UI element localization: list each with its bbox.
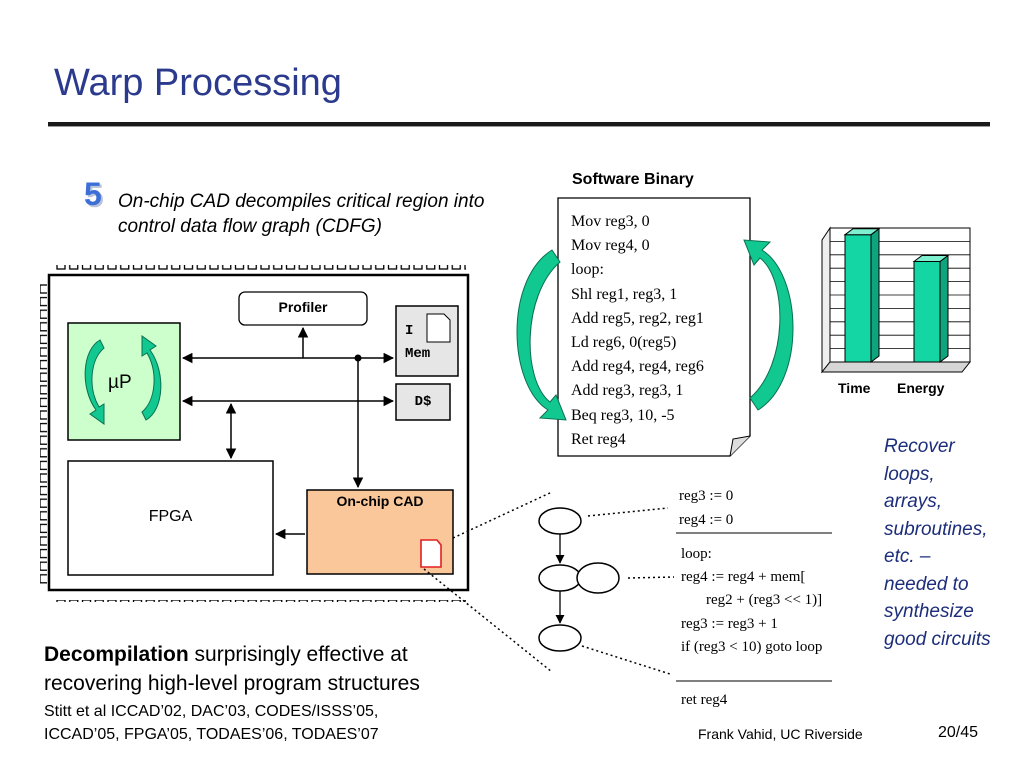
- chart-bar-energy: [912, 254, 950, 363]
- cdfg-block2-line: loop:: [681, 546, 712, 562]
- recover-line: etc. –: [884, 546, 931, 567]
- code-line: Beq reg3, 10, -5: [571, 406, 675, 424]
- footer-author: Frank Vahid, UC Riverside: [698, 726, 863, 742]
- recover-line: arrays,: [884, 491, 943, 512]
- slide-title: Warp Processing: [54, 62, 342, 104]
- imem-label-top: I: [405, 323, 414, 339]
- data-cache-box: [395, 383, 451, 421]
- cdfg-block1-line: reg3 := 0: [679, 488, 734, 504]
- imem-file-icon: [426, 313, 451, 343]
- cdfg-node-self-loop: [576, 562, 620, 594]
- cad-file-icon: [420, 539, 442, 568]
- code-line: Add reg5, reg2, reg1: [571, 309, 704, 327]
- cdfg-graph: [538, 507, 620, 652]
- chart-bar-time: [843, 227, 881, 363]
- fpga-block: [67, 460, 274, 576]
- binary-code: Mov reg3, 0 Mov reg4, 0 loop: Shl reg1, …: [571, 210, 704, 452]
- on-chip-cad-label: On-chip CAD: [336, 493, 424, 509]
- code-line: Ld reg6, 0(reg5): [571, 334, 677, 352]
- cdfg-separators: [676, 532, 832, 682]
- decompilation-text: surprisingly effective at: [188, 643, 408, 666]
- code-line: Add reg4, reg4, reg6: [571, 358, 704, 376]
- step-description: On-chip CAD decompiles critical region i…: [118, 191, 485, 237]
- cdfg-node-loop: [538, 564, 582, 592]
- step-number: 5: [84, 176, 102, 212]
- profiler-box: [238, 291, 368, 326]
- chart-label-energy: Energy: [897, 380, 945, 396]
- binary-cycle-arrows: [516, 239, 794, 421]
- cdfg-node-return: [538, 624, 582, 652]
- code-line: loop:: [571, 261, 604, 279]
- cdfg-block2-line: reg2 + (reg3 << 1)]: [706, 592, 823, 608]
- recover-line: subroutines,: [884, 518, 988, 540]
- chart-label-time: Time: [838, 380, 871, 396]
- recover-line: good circuits: [884, 628, 991, 650]
- citation-line: Stitt et al ICCAD’02, DAC’03, CODES/ISSS…: [44, 703, 379, 720]
- cdfg-block3-line: ret reg4: [681, 692, 728, 708]
- dcache-label: D$: [414, 394, 432, 410]
- recover-note: Recover loops, arrays, subroutines, etc.…: [884, 433, 1024, 653]
- code-line: Shl reg1, reg3, 1: [571, 285, 678, 303]
- chart-bars: [843, 227, 950, 363]
- cdfg-node-init: [538, 507, 582, 535]
- page-number: 20/45: [938, 724, 979, 741]
- recover-line: Recover: [884, 436, 955, 457]
- cdfg-block2-line: if (reg3 < 10) goto loop: [681, 639, 823, 655]
- code-line: Add reg3, reg3, 1: [571, 382, 684, 400]
- document-fold: [729, 435, 751, 457]
- title-rule: [48, 122, 990, 126]
- time-energy-chart: [820, 226, 972, 374]
- recover-line: loops,: [884, 463, 935, 485]
- recover-line: needed to: [884, 573, 969, 595]
- fpga-label: FPGA: [148, 508, 193, 525]
- dotted-guides: [423, 491, 675, 675]
- citations: Stitt et al ICCAD’02, DAC’03, CODES/ISSS…: [44, 700, 379, 746]
- recover-line: synthesize: [884, 601, 974, 622]
- software-binary-title: Software Binary: [572, 171, 694, 188]
- cdfg-block2-line: reg3 := reg3 + 1: [681, 616, 778, 632]
- decompilation-keyword: Decompilation: [44, 643, 189, 666]
- profiler-label: Profiler: [278, 299, 328, 315]
- code-line: Ret reg4: [571, 430, 626, 448]
- cdfg-block2-line: reg4 := reg4 + mem[: [681, 569, 806, 585]
- title-rule-shadow: [48, 126, 990, 127]
- cdfg-block1-line: reg4 := 0: [679, 512, 734, 528]
- code-line: Mov reg3, 0: [571, 213, 650, 230]
- chip-pins: [37, 265, 480, 602]
- imem-label-bottom: Mem: [405, 346, 431, 362]
- processor-cycle-icon: [84, 335, 162, 425]
- processor-label: µP: [108, 372, 132, 393]
- decompilation-text-line2: recovering high-level program structures: [44, 672, 420, 695]
- bus-junction: [354, 354, 362, 362]
- citation-line: ICCAD’05, FPGA’05, TODAES’06, TODAES’07: [44, 726, 379, 743]
- decompilation-statement: Decompilation surprisingly effective at …: [44, 640, 524, 698]
- code-line: Mov reg4, 0: [571, 237, 650, 255]
